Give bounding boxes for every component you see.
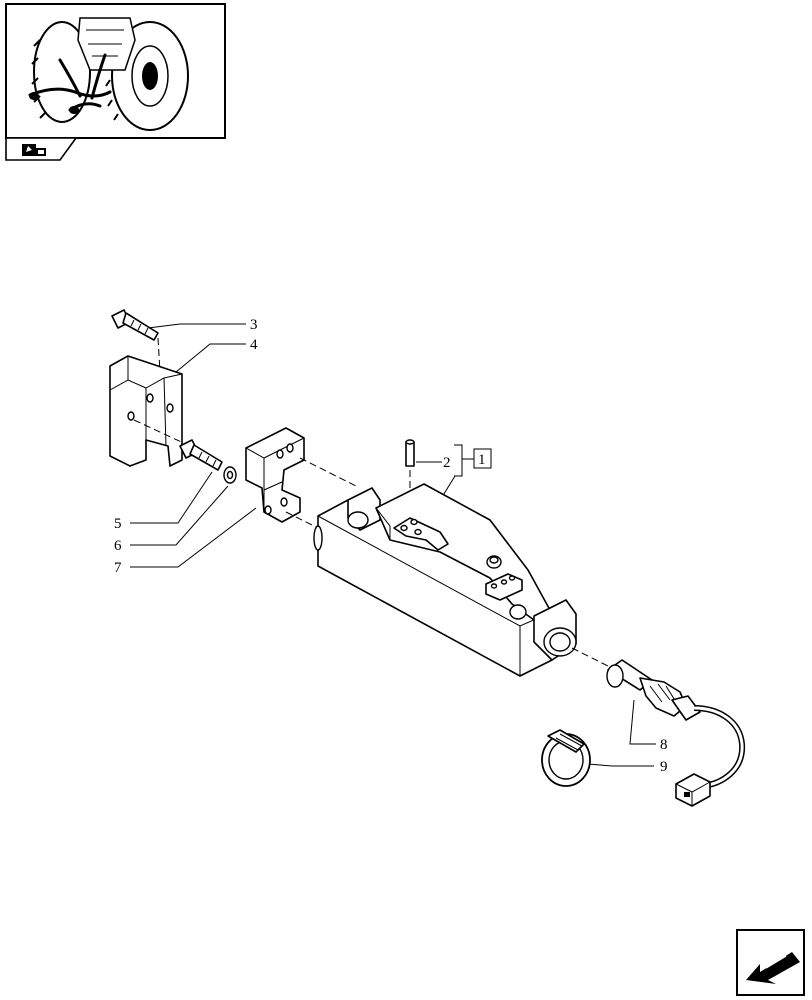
part-5-bolt[interactable] [179, 439, 223, 471]
next-page-button[interactable] [736, 929, 805, 996]
tractor-rear-wheel-thumbnail-icon [28, 17, 189, 131]
callout-7: 7 [114, 560, 122, 576]
tractor-section-icon [22, 144, 46, 156]
callout-2: 2 [443, 455, 451, 471]
part-6-washer[interactable] [223, 466, 237, 484]
section-tab[interactable] [5, 137, 78, 161]
part-3-bolt[interactable] [111, 309, 159, 341]
thumbnail-frame[interactable] [5, 3, 226, 139]
part-8-sensor[interactable] [606, 659, 746, 807]
part-7-plate[interactable] [245, 427, 305, 523]
callout-box-1: 1 [478, 452, 486, 468]
callout-6: 6 [114, 538, 122, 554]
next-page-arrow-icon [746, 952, 800, 984]
part-9-clamp[interactable] [541, 729, 591, 787]
callout-9: 9 [660, 759, 668, 775]
part-2-pin[interactable] [405, 439, 415, 467]
part-1-housing[interactable] [313, 483, 577, 677]
part-4-bracket[interactable] [109, 355, 183, 467]
callout-8: 8 [660, 737, 668, 753]
callout-4: 4 [250, 337, 258, 353]
callout-5: 5 [114, 516, 122, 532]
callout-3: 3 [250, 317, 258, 333]
